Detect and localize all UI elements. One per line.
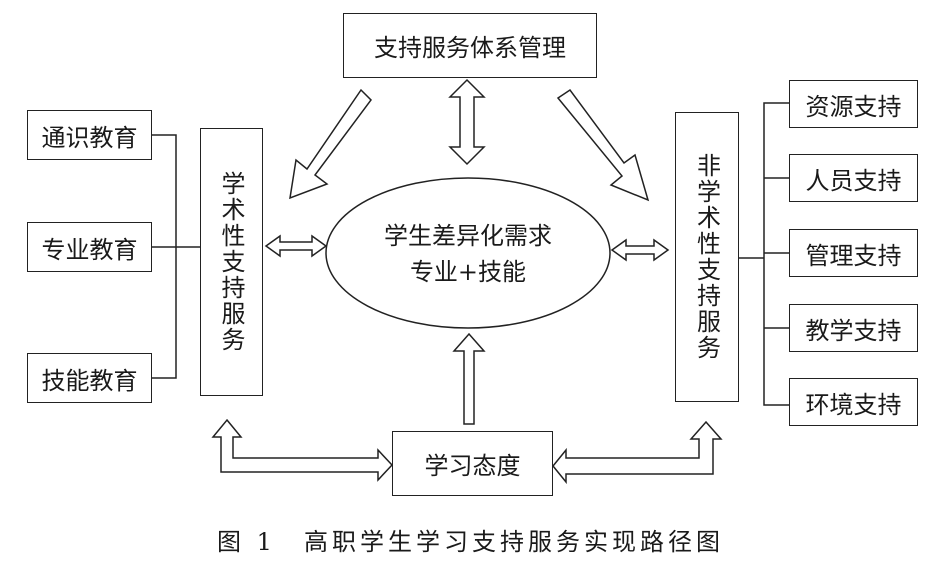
- left-bracket: [152, 134, 177, 379]
- attitude-up-arrow: [452, 332, 486, 425]
- skills-education-label: 技能教育: [41, 366, 138, 395]
- right-double-arrow: [610, 238, 670, 262]
- center-ellipse-text: 学生差异化需求 专业+技能: [338, 218, 598, 290]
- learning-attitude-label: 学习态度: [424, 452, 521, 480]
- academic-support-box: 学术性支持服务: [200, 128, 263, 396]
- general-education-label: 通识教育: [41, 123, 138, 152]
- environment-support-box: 环境支持: [789, 378, 918, 426]
- figure-caption: 图 1 高职学生学习支持服务实现路径图: [217, 528, 724, 556]
- environment-support-label: 环境支持: [805, 390, 902, 419]
- non-academic-support-label: 非学术性支持服务: [692, 153, 721, 361]
- personnel-support-box: 人员支持: [789, 154, 918, 202]
- attitude-left-l-arrow: [211, 418, 394, 482]
- skills-education-box: 技能教育: [27, 353, 152, 403]
- center-ellipse: [325, 177, 611, 329]
- resource-support-label: 资源支持: [805, 92, 902, 121]
- professional-education-box: 专业教育: [27, 222, 152, 272]
- left-double-arrow: [264, 234, 328, 258]
- management-support-box: 管理支持: [789, 229, 918, 277]
- professional-education-label: 专业教育: [41, 235, 138, 264]
- diagonal-arrow-left: [289, 88, 372, 200]
- resource-support-box: 资源支持: [789, 80, 918, 128]
- top-double-arrow: [448, 78, 486, 166]
- personnel-support-label: 人员支持: [805, 166, 902, 195]
- management-support-label: 管理支持: [805, 241, 902, 270]
- right-bracket: [763, 102, 789, 406]
- diagonal-arrow-right: [556, 88, 650, 202]
- support-system-management-box: 支持服务体系管理: [343, 13, 597, 78]
- student-needs-label: 学生差异化需求: [384, 222, 552, 250]
- non-academic-support-box: 非学术性支持服务: [675, 112, 739, 402]
- learning-attitude-box: 学习态度: [392, 431, 553, 496]
- attitude-right-l-arrow: [552, 420, 723, 485]
- general-education-box: 通识教育: [27, 110, 152, 160]
- major-skills-label: 专业+技能: [409, 258, 527, 286]
- teaching-support-box: 教学支持: [789, 304, 918, 352]
- teaching-support-label: 教学支持: [805, 316, 902, 345]
- support-system-management-label: 支持服务体系管理: [374, 34, 566, 62]
- academic-support-label: 学术性支持服务: [217, 171, 245, 353]
